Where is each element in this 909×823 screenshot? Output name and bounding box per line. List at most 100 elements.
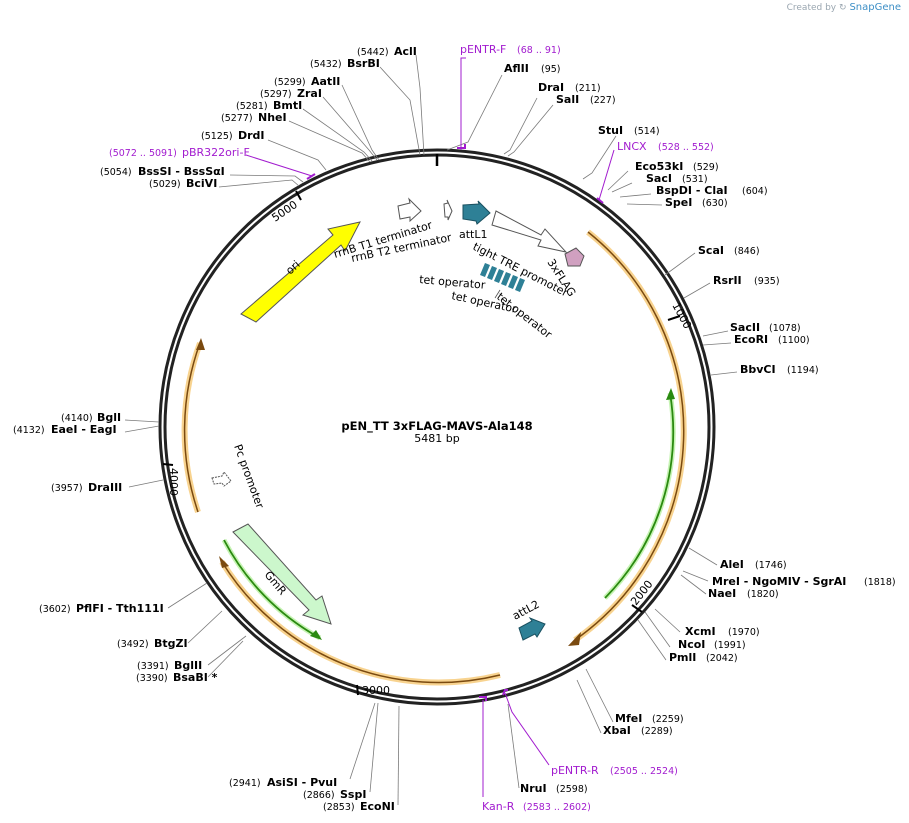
svg-text:BglI: BglI: [97, 411, 121, 424]
pc-promoter-label: Pc promoter: [231, 443, 266, 511]
enzyme-labels-right: AflII(95) DraI(211) SalI(227) StuI(514) …: [504, 62, 896, 795]
svg-text:pBR322ori-F: pBR322ori-F: [182, 146, 250, 159]
svg-text:AleI: AleI: [720, 558, 744, 571]
svg-text:pENTR-F: pENTR-F: [460, 43, 506, 56]
enzyme-nhei: (5277)NheI: [221, 111, 287, 124]
green-orf-left: [221, 538, 322, 641]
svg-text:StuI: StuI: [598, 124, 623, 137]
enzyme-asisi-pvui: (2941) AsiSI - PvuI: [229, 776, 337, 789]
attl2-feature: attL2: [510, 598, 546, 641]
enzyme-spei: SpeI(630): [665, 196, 728, 209]
tet-operator-label-3: tet operator: [450, 289, 518, 316]
enzyme-bsssi: (5054)BssSI - BssSαI: [100, 165, 225, 178]
svg-text:BtgZI: BtgZI: [154, 637, 188, 650]
plasmid-name: pEN_TT 3xFLAG-MAVS-Ala148: [341, 419, 532, 434]
svg-text:(3391): (3391): [137, 661, 169, 672]
svg-text:(5125): (5125): [201, 131, 233, 142]
svg-text:(2853): (2853): [323, 802, 355, 813]
svg-text:MfeI: MfeI: [615, 712, 642, 725]
enzyme-leaders-left: [124, 54, 425, 806]
primer-pbr322ori-f: pBR322ori-F (5072 .. 5091): [109, 146, 316, 180]
svg-text:SacII: SacII: [730, 321, 760, 334]
attl2-label: attL2: [510, 598, 541, 623]
svg-text:(1820): (1820): [747, 589, 779, 600]
enzyme-bglii: (3391)BglII: [137, 659, 202, 672]
svg-text:Kan-R: Kan-R: [482, 800, 515, 813]
enzyme-bcivi: (5029)BciVI: [149, 177, 217, 190]
svg-text:BsaBI *: BsaBI *: [173, 671, 218, 684]
svg-text:(5299): (5299): [274, 77, 306, 88]
svg-text:(2259): (2259): [652, 714, 684, 725]
ori-feature: ori: [240, 221, 361, 323]
svg-text:(1746): (1746): [755, 560, 787, 571]
svg-text:BmtI: BmtI: [273, 99, 302, 112]
svg-text:(1818): (1818): [864, 577, 896, 588]
enzyme-bbvci: BbvCI(1194): [740, 363, 819, 376]
primer-pentr-r: pENTR-R (2505 .. 2524): [502, 689, 678, 777]
enzyme-eaei-eagi: (4132) EaeI - EagI: [13, 423, 117, 436]
tick-4000: 4000: [162, 463, 180, 496]
svg-text:4000: 4000: [167, 468, 180, 496]
enzyme-pmli: PmlI(2042): [669, 651, 738, 664]
svg-text:EcoRI: EcoRI: [734, 333, 768, 346]
svg-text:AclI: AclI: [394, 45, 417, 58]
svg-text:ScaI: ScaI: [698, 244, 724, 257]
svg-text:LNCX: LNCX: [617, 140, 647, 153]
enzyme-labels-left: (5442)AclI (5432)BsrBI (5299)AatII (5297…: [13, 45, 417, 813]
svg-text:XcmI: XcmI: [685, 625, 716, 638]
enzyme-mfei: MfeI (2259): [615, 712, 684, 725]
enzyme-sspi: (2866)SspI: [303, 788, 366, 801]
svg-text:(2505 .. 2524): (2505 .. 2524): [610, 766, 678, 777]
svg-text:(2042): (2042): [706, 653, 738, 664]
enzyme-pflfi-tth111i: (3602)PflFI - Tth111I: [39, 602, 164, 615]
svg-text:(2598): (2598): [556, 784, 588, 795]
primer-kan-r: Kan-R (2583 .. 2602): [479, 696, 591, 813]
svg-text:pENTR-R: pENTR-R: [551, 764, 599, 777]
svg-text:BsrBI: BsrBI: [347, 57, 380, 70]
svg-text:(630): (630): [702, 198, 728, 209]
svg-text:NaeI: NaeI: [708, 587, 736, 600]
svg-text:EaeI - EagI: EaeI - EagI: [51, 423, 117, 436]
svg-text:(1194): (1194): [787, 365, 819, 376]
svg-text:(2583 .. 2602): (2583 .. 2602): [523, 802, 591, 813]
svg-text:BspDI - ClaI: BspDI - ClaI: [656, 184, 728, 197]
green-orf-right: [603, 388, 676, 600]
svg-text:EcoNI: EcoNI: [360, 800, 395, 813]
enzyme-aflii: AflII(95): [504, 62, 561, 75]
tet-operator-label-1: tet operator: [419, 273, 487, 292]
svg-text:(4132): (4132): [13, 425, 45, 436]
enzyme-leaders-right: [446, 74, 738, 789]
snapgene-logo-icon: ↻: [839, 3, 847, 13]
enzyme-stui: StuI(514): [598, 124, 660, 137]
svg-text:Eco53kI: Eco53kI: [635, 160, 683, 173]
attl1-label: attL1: [459, 228, 488, 241]
svg-text:(3957): (3957): [51, 483, 83, 494]
enzyme-drai: DraI(211): [538, 81, 601, 94]
enzyme-zrai: (5297)ZraI: [260, 87, 322, 100]
svg-text:AsiSI - PvuI: AsiSI - PvuI: [267, 776, 337, 789]
enzyme-bsrbi: (5432) BsrBI: [310, 57, 380, 70]
enzyme-acli: (5442)AclI: [357, 45, 417, 58]
enzyme-bsabi: (3390) BsaBI *: [136, 671, 218, 684]
snapgene-credit: Created by ↻ SnapGene: [787, 2, 901, 13]
svg-text:(1078): (1078): [769, 323, 801, 334]
svg-text:AflII: AflII: [504, 62, 529, 75]
primer-lncx: LNCX (528 .. 552): [596, 140, 714, 204]
credit-brand: SnapGene: [849, 2, 901, 13]
svg-text:(5432): (5432): [310, 59, 342, 70]
svg-text:(5029): (5029): [149, 179, 181, 190]
orf-bottom: [219, 556, 501, 686]
svg-text:DraI: DraI: [538, 81, 564, 94]
svg-text:NruI: NruI: [520, 782, 547, 795]
svg-text:(2941): (2941): [229, 778, 261, 789]
enzyme-naei: NaeI (1820): [708, 587, 779, 600]
svg-text:(846): (846): [734, 246, 760, 257]
svg-text:(3390): (3390): [136, 673, 168, 684]
svg-text:(5281): (5281): [236, 101, 268, 112]
svg-text:NcoI: NcoI: [678, 638, 705, 651]
svg-text:(5277): (5277): [221, 113, 253, 124]
enzyme-mrei-ngomiv-sgrai: MreI - NgoMIV - SgrAI(1818): [712, 575, 896, 588]
svg-text:(604): (604): [742, 186, 768, 197]
orf-left: [181, 338, 205, 513]
enzyme-alei: AleI (1746): [720, 558, 787, 571]
